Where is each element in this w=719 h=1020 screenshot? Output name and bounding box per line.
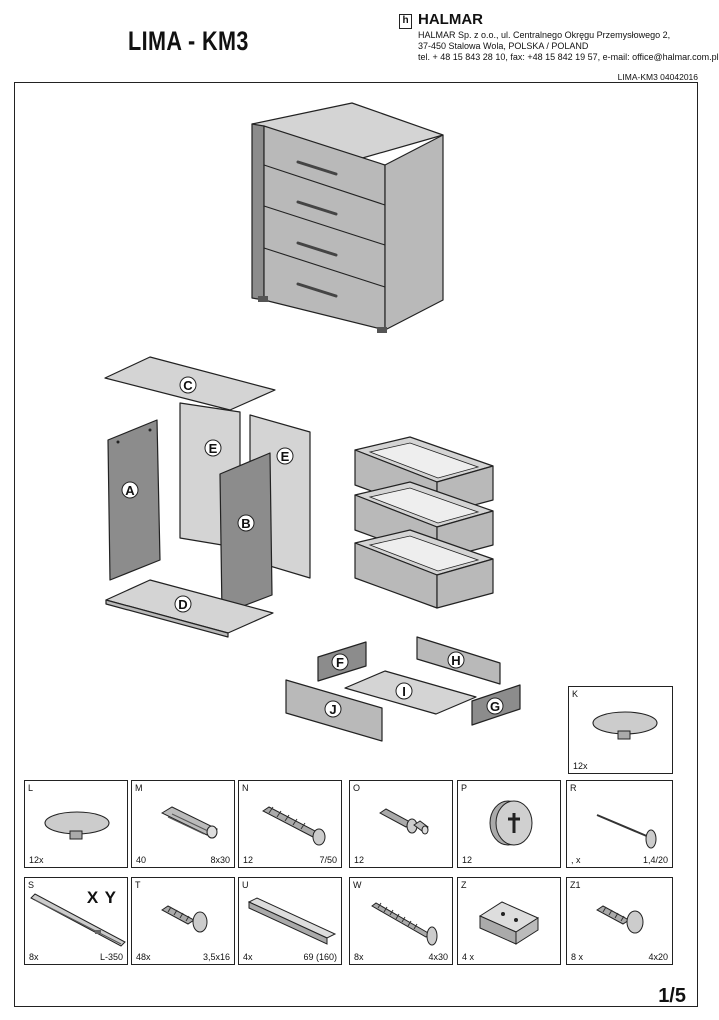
part-letter: W (353, 880, 362, 890)
brand-name: HALMAR (418, 11, 483, 28)
panel-J: J (285, 679, 383, 742)
hardware-box-O: O 12 (349, 780, 453, 868)
panel-label-E-1: E (209, 441, 218, 456)
nail-icon (596, 814, 657, 849)
part-qty: 12x (573, 761, 588, 771)
panel-C: C (104, 356, 276, 411)
chest-of-drawers-assembled (251, 102, 444, 333)
part-size: 7/50 (319, 855, 337, 865)
panel-I: I (344, 670, 477, 715)
hardware-box-W: W 8x 4x30 (349, 877, 453, 965)
part-qty: 40 (136, 855, 147, 865)
hardware-box-T: T 48x 3,5x16 (131, 877, 235, 965)
drawer-runner-icon (30, 893, 126, 947)
panel-label-C: C (183, 378, 193, 393)
panel-label-H: H (451, 653, 460, 668)
hardware-box-Z1: Z1 8 x 4x20 (566, 877, 673, 965)
panel-label-B: B (241, 516, 250, 531)
contact-line: tel. + 48 15 843 28 10, fax: +48 15 842 … (418, 52, 719, 62)
panel-F: F (317, 641, 367, 682)
part-qty: 8x (29, 952, 39, 962)
part-size: 4x30 (428, 952, 448, 962)
part-letter: R (570, 783, 577, 793)
hardware-box-S: S X Y 8x L-350 (24, 877, 128, 965)
hardware-box-Z: Z 4 x (457, 877, 561, 965)
runner-side-marks: X Y (86, 888, 117, 907)
panel-label-A: A (125, 483, 135, 498)
part-qty: 4 x (462, 952, 475, 962)
drawing-frame (14, 82, 698, 1007)
knob-icon (44, 811, 110, 840)
part-size: 69 (160) (303, 952, 337, 962)
hardware-box-U: U 4x 69 (160) (238, 877, 342, 965)
pan-screw-icon (161, 905, 208, 933)
part-size: 8x30 (210, 855, 230, 865)
cam-lock-icon (489, 800, 533, 846)
wood-screw-icon (371, 902, 438, 946)
panel-label-I: I (402, 684, 406, 699)
panel-A: A (107, 419, 161, 581)
address-line-2: 37-450 Stalowa Wola, POLSKA / POLAND (418, 41, 589, 51)
part-letter: P (461, 783, 468, 793)
cam-bolt-icon (379, 808, 429, 835)
part-size: 3,5x16 (202, 952, 230, 962)
part-letter: Z1 (570, 880, 581, 890)
part-qty: 4x (243, 952, 253, 962)
part-size: L-350 (99, 952, 123, 962)
part-size: 4x20 (648, 952, 668, 962)
part-qty: 12 (243, 855, 254, 865)
panel-label-D: D (178, 597, 187, 612)
part-size: 1,4/20 (642, 855, 668, 865)
part-letter: K (572, 689, 579, 699)
part-qty: 8 x (571, 952, 584, 962)
block-icon (478, 901, 540, 945)
dowel-icon (160, 806, 219, 839)
part-letter: T (135, 880, 141, 890)
part-qty: 48x (136, 952, 151, 962)
part-letter: Z (461, 880, 467, 890)
part-qty: 12 (462, 855, 473, 865)
panel-B: B (219, 452, 273, 615)
confirmat-screw-icon (262, 806, 326, 846)
panel-label-F: F (336, 655, 344, 670)
page-number: 1/5 (658, 985, 686, 1007)
page-title: LIMA - KM3 (128, 26, 249, 56)
part-letter: L (28, 783, 34, 793)
part-letter: S (28, 880, 35, 890)
part-letter: U (242, 880, 249, 890)
part-letter: M (135, 783, 143, 793)
address-line-1: HALMAR Sp. z o.o., ul. Centralnego Okręg… (418, 30, 671, 40)
hardware-box-P: P 12 (457, 780, 561, 868)
panel-label-E-2: E (281, 449, 290, 464)
part-qty: 12 (354, 855, 365, 865)
part-qty: 12x (29, 855, 44, 865)
hardware-box-L: L 12x (24, 780, 128, 868)
panel-label-J: J (329, 702, 336, 717)
hardware-box-M: M 40 8x30 (131, 780, 235, 868)
document-code: LIMA-KM3 04042016 (617, 72, 698, 82)
part-letter: O (353, 783, 361, 793)
panel-H: H (416, 636, 501, 685)
part-letter: N (242, 783, 249, 793)
profile-strip-icon (247, 897, 337, 945)
hardware-box-R: R , x 1,4/20 (566, 780, 673, 868)
hardware-box-K: K 12x (568, 686, 673, 774)
drawer-boxes (354, 436, 494, 609)
panel-label-G: G (490, 699, 500, 714)
knob-icon (592, 711, 658, 740)
washer-screw-icon (596, 905, 644, 934)
part-qty: , x (571, 855, 581, 865)
panel-G: G (471, 684, 521, 726)
halmar-logo-icon: h (399, 14, 412, 29)
panel-D: D (105, 579, 274, 638)
part-qty: 8x (354, 952, 364, 962)
hardware-box-N: N 12 7/50 (238, 780, 342, 868)
